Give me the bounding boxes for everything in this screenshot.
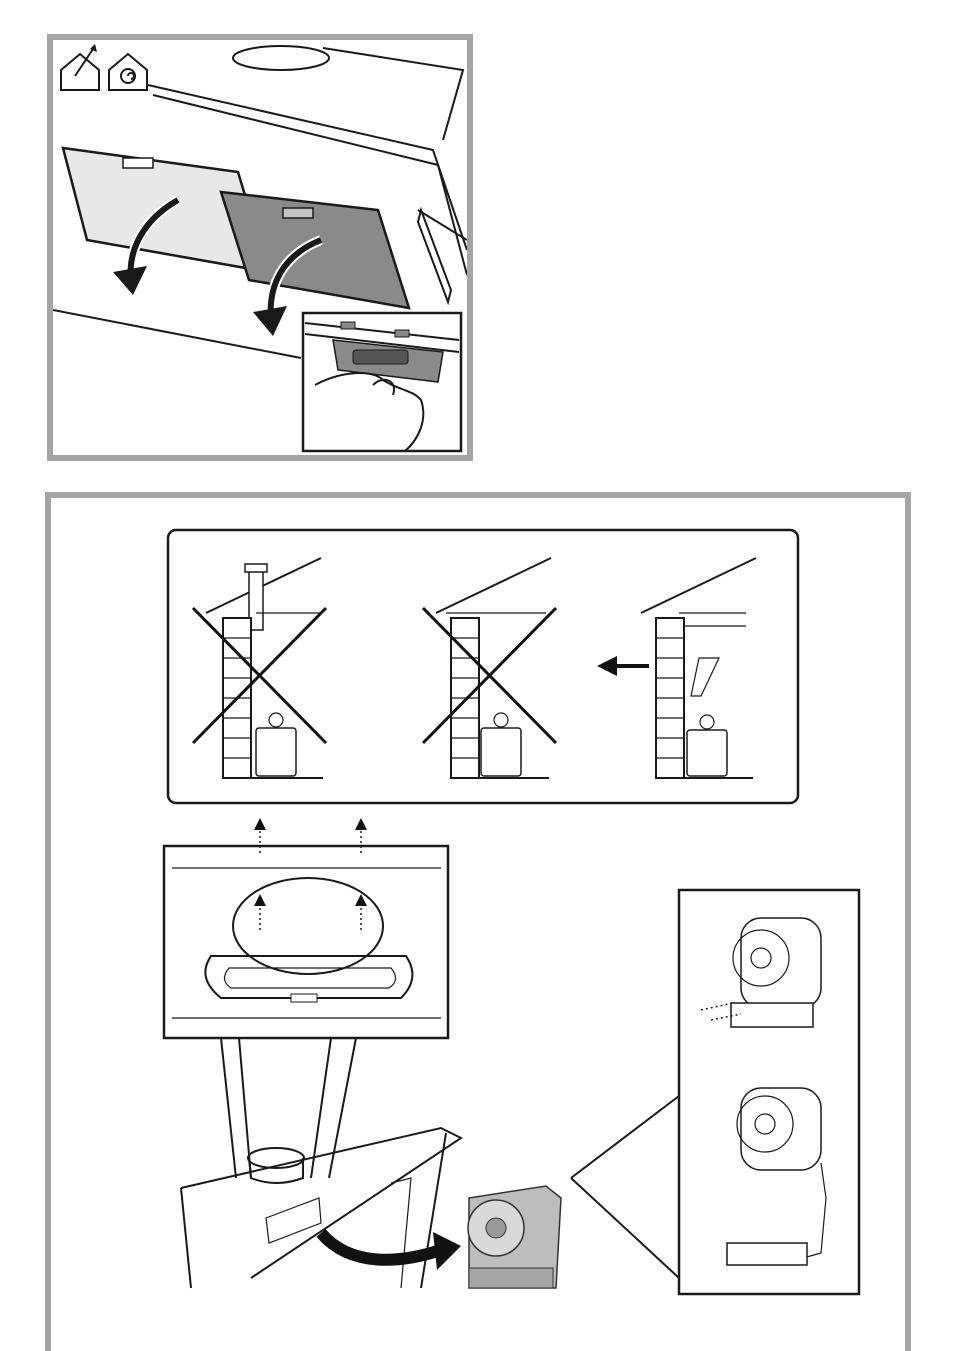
filter-removal-panel <box>47 34 473 461</box>
motor-removal-arrow <box>321 1232 461 1270</box>
motor-detail-box <box>679 890 859 1294</box>
filter-removal-illustration <box>53 40 467 455</box>
filter-handle-detail <box>303 313 461 451</box>
hood-body-lower <box>181 1128 461 1288</box>
motor-unit <box>468 1186 561 1288</box>
ducted-mode-icon <box>61 44 99 90</box>
motor-removal-illustration <box>51 498 905 1351</box>
recirculation-mode-icon <box>109 54 147 90</box>
hood-top-plate <box>164 846 448 1038</box>
grease-filter-right <box>221 192 409 308</box>
motor-removal-panel <box>45 492 911 1351</box>
